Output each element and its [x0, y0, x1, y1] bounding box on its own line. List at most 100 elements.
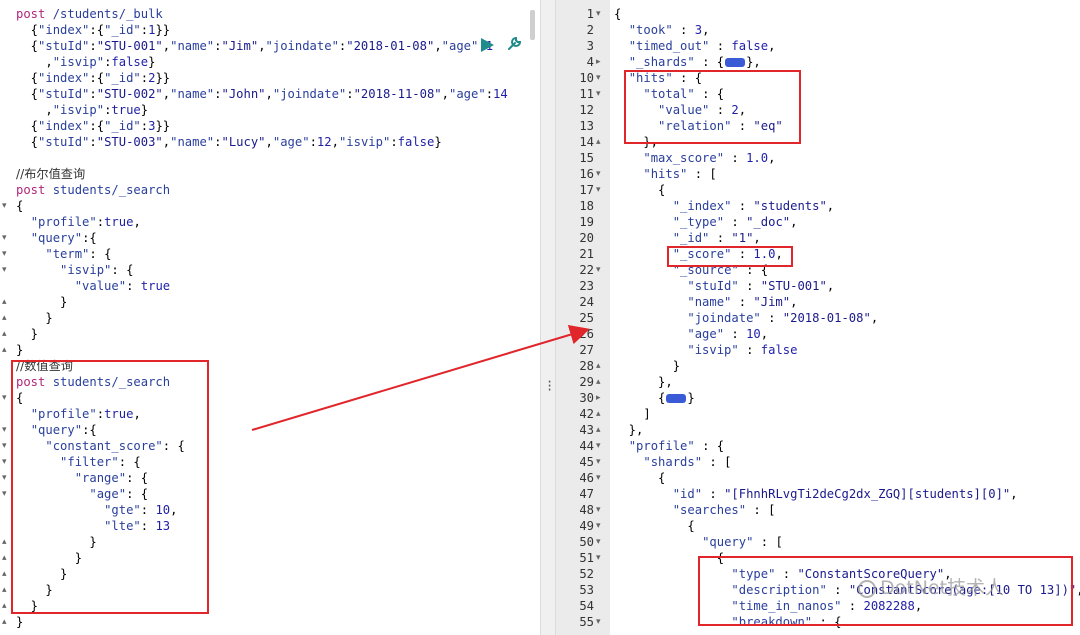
request-code: "value": true	[74, 279, 171, 293]
fold-arrow-icon[interactable]: ▾	[2, 201, 7, 211]
request-line[interactable]: "value": true	[0, 278, 540, 294]
request-line[interactable]: ▾{	[0, 198, 540, 214]
request-line[interactable]: ▴ }	[0, 598, 540, 614]
response-code: "took" : 3,	[628, 23, 710, 37]
fold-arrow-icon[interactable]: ▾	[596, 265, 601, 275]
fold-arrow-icon[interactable]: ▾	[2, 489, 7, 499]
fold-arrow-icon[interactable]: ▾	[596, 553, 601, 563]
fold-arrow-icon[interactable]: ▾	[596, 617, 601, 627]
fold-arrow-icon[interactable]: ▾	[2, 249, 7, 259]
fold-arrow-icon[interactable]: ▸	[596, 57, 601, 67]
response-line: 20 "_id" : "1",	[556, 230, 1080, 246]
fold-arrow-icon[interactable]: ▾	[596, 169, 601, 179]
request-code: {"stuId":"STU-001","name":"Jim","joindat…	[16, 39, 494, 53]
response-line: 45▾ "shards" : [	[556, 454, 1080, 470]
wrench-icon[interactable]	[505, 35, 523, 53]
request-line[interactable]: {"index":{"_id":1}}	[0, 22, 540, 38]
request-line[interactable]: post students/_search	[0, 182, 540, 198]
request-line[interactable]: "lte": 13	[0, 518, 540, 534]
request-code: }	[16, 327, 39, 341]
fold-arrow-icon[interactable]: ▾	[596, 537, 601, 547]
request-line[interactable]: post /students/_bulk	[0, 6, 540, 22]
fold-arrow-icon[interactable]: ▾	[2, 393, 7, 403]
request-line[interactable]: ▴ }	[0, 326, 540, 342]
request-line[interactable]: post students/_search	[0, 374, 540, 390]
request-line[interactable]: ▾ "query":{	[0, 422, 540, 438]
response-line: 15 "max_score" : 1.0,	[556, 150, 1080, 166]
request-line[interactable]: ▾ "term": {	[0, 246, 540, 262]
splitter-handle-icon[interactable]: ···	[546, 375, 554, 397]
fold-arrow-icon[interactable]: ▾	[596, 505, 601, 515]
request-line[interactable]: //数值查询	[0, 358, 540, 374]
response-line: 21 "_score" : 1.0,	[556, 246, 1080, 262]
response-code: {	[614, 551, 725, 565]
fold-arrow-icon[interactable]: ▾	[2, 473, 7, 483]
request-line[interactable]: ▴}	[0, 614, 540, 630]
fold-arrow-icon[interactable]: ▾	[2, 457, 7, 467]
request-line[interactable]: ,"isvip":false}	[0, 54, 540, 70]
request-line[interactable]: ▴ }	[0, 550, 540, 566]
fold-arrow-icon[interactable]: ▾	[596, 73, 601, 83]
request-code: }	[16, 535, 97, 549]
request-line[interactable]: ▴ }	[0, 582, 540, 598]
request-line[interactable]: ▾ "age": {	[0, 486, 540, 502]
response-viewer: 1▾{2 "took" : 3,3 "timed_out" : false,4▸…	[556, 0, 1080, 635]
fold-arrow-icon[interactable]: ▾	[596, 89, 601, 99]
request-line[interactable]: ▾ "filter": {	[0, 454, 540, 470]
fold-end-icon: ▴	[2, 329, 7, 339]
request-line[interactable]: {"stuId":"STU-001","name":"Jim","joindat…	[0, 38, 540, 54]
request-line[interactable]	[0, 150, 540, 166]
fold-arrow-icon[interactable]: ▾	[596, 441, 601, 451]
fold-end-icon: ▴	[2, 569, 7, 579]
fold-arrow-icon[interactable]: ▾	[2, 441, 7, 451]
request-line[interactable]: ▴ }	[0, 534, 540, 550]
response-line: 22▾ "_source" : {	[556, 262, 1080, 278]
fold-arrow-icon[interactable]: ▾	[2, 233, 7, 243]
request-code: //布尔值查询	[16, 167, 86, 181]
pane-splitter[interactable]: ···	[540, 0, 556, 635]
request-editor-scrollbar[interactable]	[530, 10, 535, 40]
fold-arrow-icon[interactable]: ▾	[596, 185, 601, 195]
line-number: 45	[579, 455, 594, 469]
request-line[interactable]: ▴ }	[0, 310, 540, 326]
request-line[interactable]: "gte": 10,	[0, 502, 540, 518]
fold-arrow-icon[interactable]: ▾	[2, 425, 7, 435]
request-line[interactable]: ,"isvip":true}	[0, 102, 540, 118]
request-line[interactable]: ▴ }	[0, 294, 540, 310]
request-line[interactable]: ▾{	[0, 390, 540, 406]
fold-arrow-icon[interactable]: ▾	[596, 9, 601, 19]
line-number: 44	[579, 439, 594, 453]
response-code: "_score" : 1.0,	[672, 247, 783, 261]
response-line: 11▾ "total" : {	[556, 86, 1080, 102]
run-request-icon[interactable]	[481, 38, 494, 52]
line-number: 46	[579, 471, 594, 485]
request-line[interactable]: {"index":{"_id":3}}	[0, 118, 540, 134]
response-line: 29▴ },	[556, 374, 1080, 390]
fold-arrow-icon[interactable]: ▾	[2, 265, 7, 275]
fold-arrow-icon[interactable]: ▾	[596, 457, 601, 467]
request-line[interactable]: ▾ "constant_score": {	[0, 438, 540, 454]
fold-arrow-icon[interactable]: ▸	[596, 393, 601, 403]
highlight-query-profile	[698, 556, 1073, 626]
request-line[interactable]: "profile":true,	[0, 406, 540, 422]
line-number: 43	[579, 423, 594, 437]
request-code: "gte": 10,	[104, 503, 178, 517]
request-line[interactable]: ▾ "isvip": {	[0, 262, 540, 278]
request-line[interactable]: ▾ "query":{	[0, 230, 540, 246]
request-line[interactable]: {"stuId":"STU-002","name":"John","joinda…	[0, 86, 540, 102]
fold-arrow-icon[interactable]: ▾	[596, 473, 601, 483]
request-editor[interactable]: post /students/_bulk {"index":{"_id":1}}…	[0, 0, 540, 635]
request-line[interactable]: ▾ "range": {	[0, 470, 540, 486]
fold-end-icon: ▴	[596, 137, 601, 147]
fold-arrow-icon[interactable]: ▾	[596, 521, 601, 531]
request-line[interactable]: ▴ }	[0, 566, 540, 582]
request-line[interactable]: ▴}	[0, 342, 540, 358]
request-line[interactable]: {"index":{"_id":2}}	[0, 70, 540, 86]
line-number: 11	[579, 87, 594, 101]
request-line[interactable]: //布尔值查询	[0, 166, 540, 182]
request-line[interactable]: "profile":true,	[0, 214, 540, 230]
request-line[interactable]: {"stuId":"STU-003","name":"Lucy","age":1…	[0, 134, 540, 150]
line-number: 49	[579, 519, 594, 533]
response-code: "_index" : "students",	[672, 199, 835, 213]
highlight-score	[667, 246, 793, 267]
